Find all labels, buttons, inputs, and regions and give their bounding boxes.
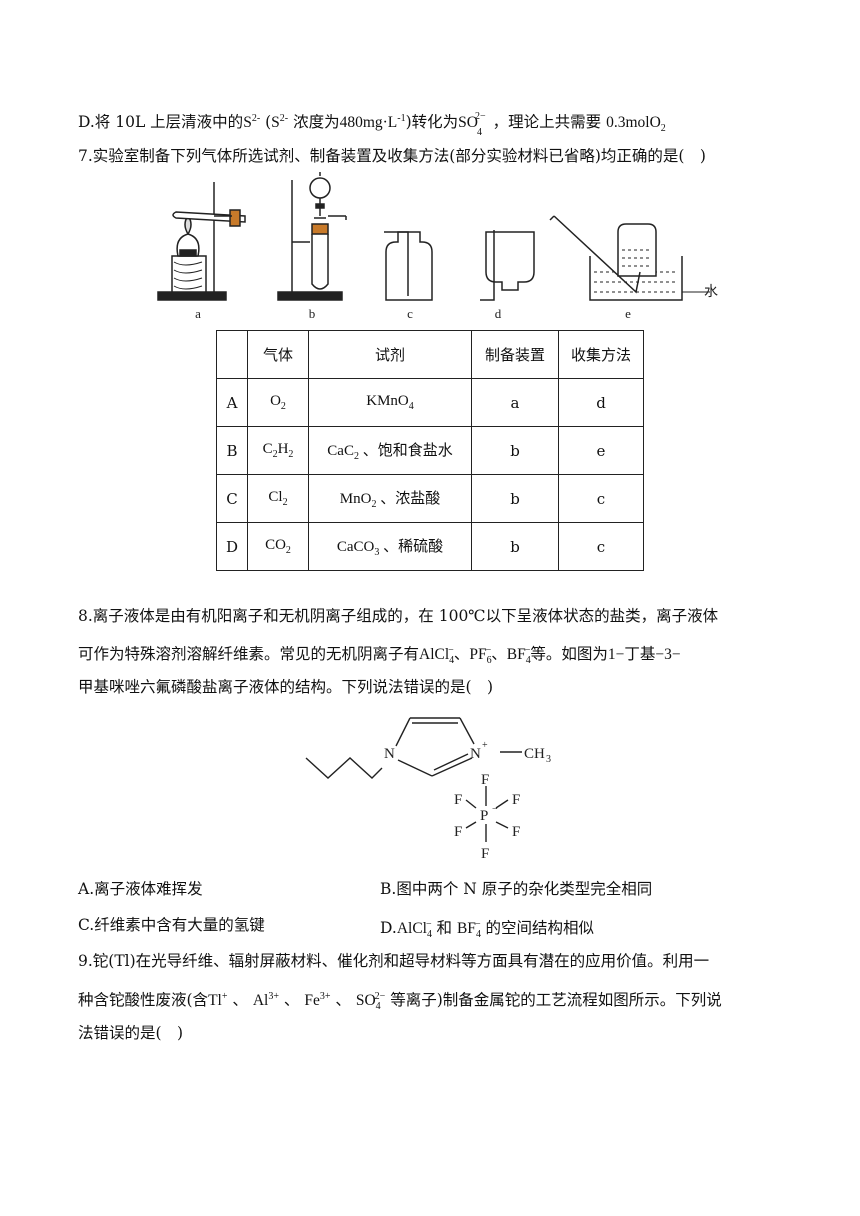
fluorine-atom: F xyxy=(512,792,520,808)
methyl-group: CH xyxy=(524,746,545,762)
q8-option-d[interactable]: D.AlCl4− 和 BF4− 的空间结构相似 xyxy=(380,919,595,941)
sulfide-ion: S2- xyxy=(243,113,261,132)
table-row: B C2H2 CaC2 、饱和食盐水 b e xyxy=(216,426,644,475)
label-a: a xyxy=(195,306,201,321)
q7-options-table: 气体 试剂 制备装置 收集方法 A O2 KMnO4 a d B C2H2 Ca… xyxy=(216,330,644,571)
table-header-row: 气体 试剂 制备装置 收集方法 xyxy=(216,330,644,379)
q8-option-c[interactable]: C.纤维素中含有大量的氢键 xyxy=(78,916,265,934)
svg-text:3: 3 xyxy=(546,754,551,765)
fluorine-atom: F xyxy=(481,772,489,788)
q6-option-d: D.将 10L 上层清液中的S2- (S2- 浓度为480mg·L-1)转化为S… xyxy=(78,111,666,139)
svg-text:−: − xyxy=(492,804,498,815)
q9-stem-line1: 9.铊(Tl)在光导纤维、辐射屏蔽材料、催化剂和超导材料等方面具有潜在的应用价值… xyxy=(78,952,710,970)
table-row: A O2 KMnO4 a d xyxy=(216,378,644,427)
label-e: e xyxy=(625,306,631,321)
phosphorus-atom: P xyxy=(480,808,488,824)
svg-text:+: + xyxy=(482,740,488,751)
q7-apparatus-figure: a b c d e 水 xyxy=(157,172,718,321)
q8-stem-line1: 8.离子液体是由有机阳离子和无机阴离子组成的，在 100℃以下呈液体状态的盐类，… xyxy=(78,607,719,625)
fluorine-atom: F xyxy=(454,792,462,808)
label-c: c xyxy=(407,306,413,321)
fluorine-atom: F xyxy=(481,846,489,862)
n2-atom: N xyxy=(470,746,481,762)
ionic-liquid-structure: N N + CH 3 P − F F F F F F xyxy=(305,717,551,862)
fluorine-atom: F xyxy=(512,824,520,840)
water-label: 水 xyxy=(704,284,718,300)
q8-option-b[interactable]: B.图中两个 N 原子的杂化类型完全相同 xyxy=(380,880,653,898)
apparatus-b xyxy=(277,172,347,301)
q9-stem-line2: 种含铊酸性废液(含Tl+ 、 Al3+ 、 Fe3+ 、 SO42− 等离子)制… xyxy=(78,991,722,1013)
sulfate-ion: SO42− xyxy=(458,111,486,139)
q9-stem-line3: 法错误的是( ) xyxy=(78,1024,184,1042)
q8-option-a[interactable]: A.离子液体难挥发 xyxy=(78,880,203,898)
q8-stem-line3: 甲基咪唑六氟磷酸盐离子液体的结构。下列说法错误的是( ) xyxy=(78,678,494,696)
n1-atom: N xyxy=(384,746,395,762)
apparatus-c xyxy=(384,231,433,301)
label-d: d xyxy=(495,306,502,321)
oxygen-amount: 0.3molO2 xyxy=(606,114,666,135)
q7-stem: 7.实验室制备下列气体所选试剂、制备装置及收集方法(部分实验材料已省略)均正确的… xyxy=(78,147,706,165)
label-b: b xyxy=(309,306,316,321)
fluorine-atom: F xyxy=(454,824,462,840)
table-row: C Cl2 MnO2 、浓盐酸 b c xyxy=(216,474,644,523)
apparatus-e xyxy=(549,215,710,301)
concentration-value: 480mg·L-1 xyxy=(339,113,406,132)
table-row: D CO2 CaCO3 、稀硫酸 b c xyxy=(216,522,644,571)
q8-stem-line2: 可作为特殊溶剂溶解纤维素。常见的无机阴离子有AlCl4−、PF6−、BF4−等。… xyxy=(78,645,681,667)
apparatus-d xyxy=(480,230,535,301)
apparatus-a xyxy=(157,182,246,301)
